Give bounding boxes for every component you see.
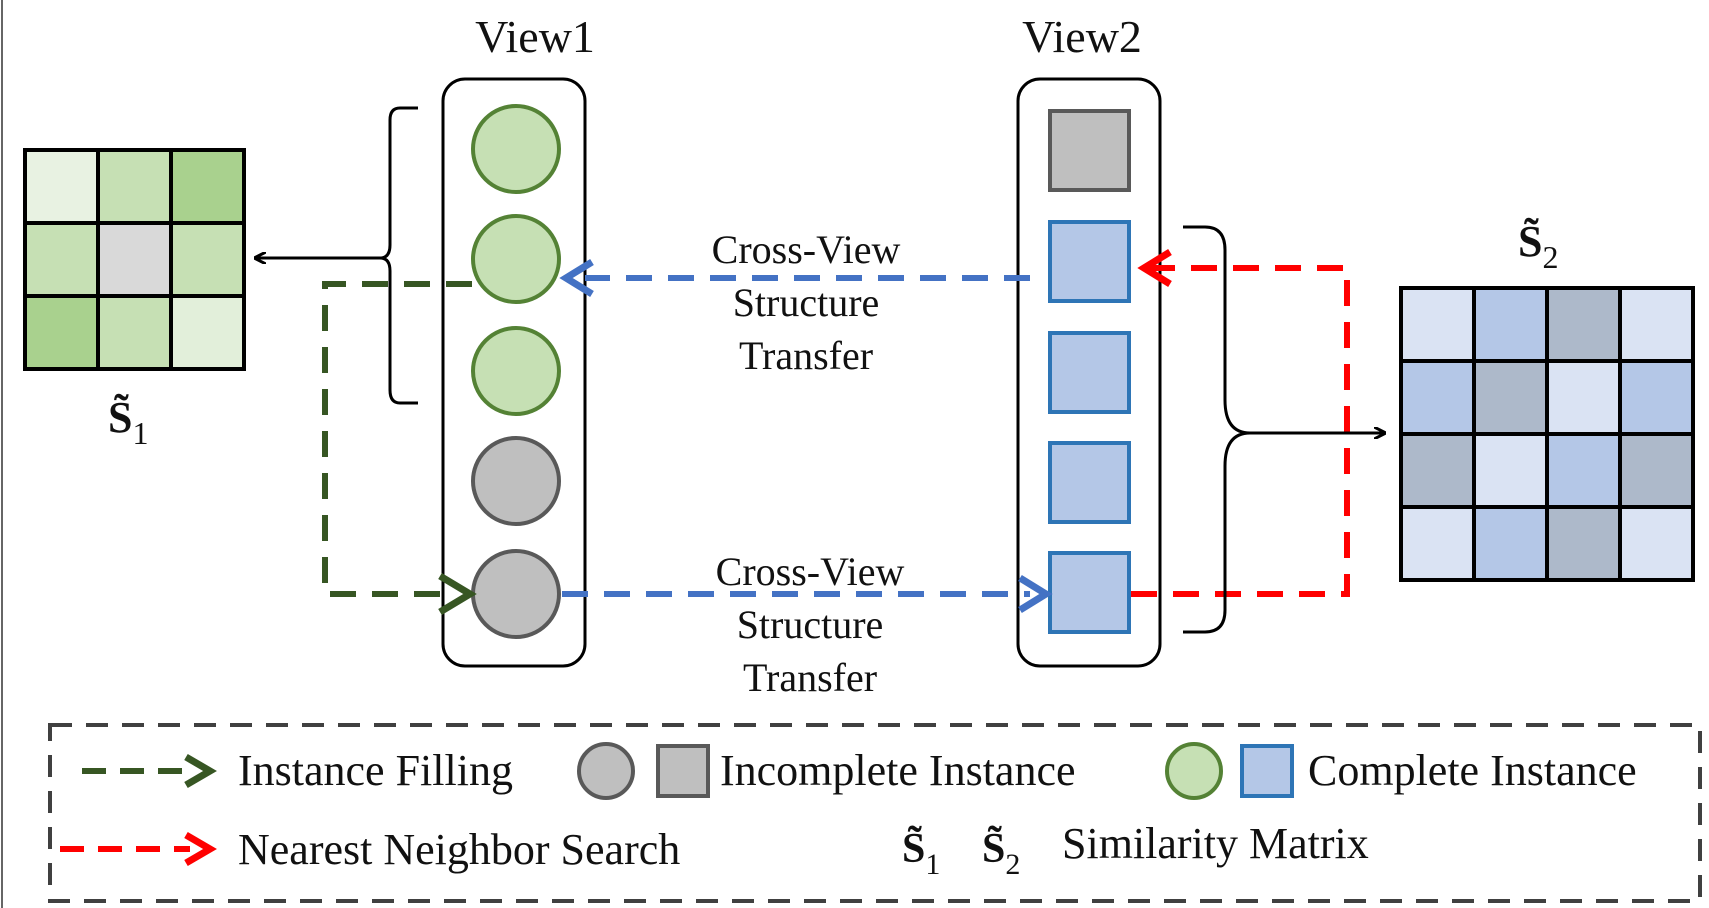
view2-complete-instance	[1048, 551, 1131, 634]
s1-cell	[171, 223, 244, 296]
s1-cell	[25, 150, 98, 223]
transfer-label-line: Structure	[737, 602, 884, 647]
transfer-label-line: Structure	[733, 280, 880, 325]
transfer-label-line: Transfer	[739, 333, 873, 378]
legend-nearest-neighbor-label: Nearest Neighbor Search	[238, 825, 680, 874]
s2-cell	[1620, 361, 1693, 434]
s1-cell	[98, 150, 171, 223]
s1-cell	[171, 150, 244, 223]
view1-bracket	[379, 106, 418, 405]
s1-grid	[23, 148, 246, 371]
legend-similarity-matrix-label: Similarity Matrix	[1062, 819, 1369, 868]
s2-cell	[1474, 434, 1547, 507]
legend-nearest-neighbor-arrowhead	[184, 831, 217, 867]
view1-complete-instance	[471, 326, 561, 416]
legend-s1-symbol: S̃1	[902, 825, 940, 881]
s2-cell	[1401, 507, 1474, 580]
transfer-label-line: Cross-View	[712, 227, 901, 272]
view1-incomplete-instance	[471, 436, 561, 526]
view2-incomplete-instance	[1048, 109, 1131, 192]
legend-complete-square-icon	[1240, 744, 1294, 798]
view1-complete-instance	[471, 104, 561, 194]
s2-label: S̃2	[1518, 217, 1558, 275]
s2-cell	[1547, 507, 1620, 580]
view2-title: View2	[1022, 11, 1142, 62]
legend-incomplete-label: Incomplete Instance	[720, 746, 1076, 795]
s1-label: S̃1	[108, 393, 148, 451]
nearest-neighbor-search-arrow	[1131, 265, 1350, 597]
s2-cell	[1474, 507, 1547, 580]
view2-complete-instance	[1048, 331, 1131, 414]
legend-instance-filling-arrowhead	[184, 753, 217, 789]
cross-view-arrowhead-top	[559, 259, 594, 297]
nearest-neighbor-arrowhead	[1137, 249, 1172, 287]
s2-cell	[1547, 434, 1620, 507]
s2-cell	[1401, 361, 1474, 434]
legend-complete-circle-icon	[1165, 742, 1223, 800]
view1-incomplete-instance	[471, 549, 561, 639]
s2-cell	[1474, 288, 1547, 361]
view2-complete-instance	[1048, 220, 1131, 303]
s2-cell	[1401, 288, 1474, 361]
transfer-label-top: Cross-View Structure Transfer	[712, 227, 901, 378]
s2-cell	[1547, 288, 1620, 361]
s1-cell	[98, 223, 171, 296]
legend-s2-symbol: S̃2	[982, 825, 1020, 881]
transfer-label-bottom: Cross-View Structure Transfer	[716, 549, 905, 700]
similarity-matrix-s1	[23, 148, 246, 371]
view1-title: View1	[475, 11, 595, 62]
view2-bracket	[1183, 225, 1251, 634]
legend-frame	[48, 723, 1702, 903]
s2-cell	[1474, 361, 1547, 434]
instance-filling-arrow	[322, 281, 472, 597]
s2-cell	[1620, 288, 1693, 361]
s2-cell	[1620, 507, 1693, 580]
legend-instance-filling-label: Instance Filling	[238, 746, 513, 795]
similarity-matrix-s2	[1399, 286, 1695, 582]
s1-cell	[98, 296, 171, 369]
legend-incomplete-circle-icon	[577, 742, 635, 800]
legend-incomplete-square-icon	[656, 744, 710, 798]
instance-filling-arrowhead	[438, 572, 477, 616]
view2-complete-instance	[1048, 441, 1131, 524]
transfer-label-line: Transfer	[743, 655, 877, 700]
s2-cell	[1401, 434, 1474, 507]
s1-cell	[25, 223, 98, 296]
legend: Instance Filling Incomplete Instance Com…	[48, 723, 1702, 903]
s1-cell	[171, 296, 244, 369]
transfer-label-line: Cross-View	[716, 549, 905, 594]
view1-complete-instance	[471, 214, 561, 304]
cross-view-arrowhead-bottom	[1018, 575, 1053, 613]
s2-cell	[1547, 361, 1620, 434]
s1-cell	[25, 296, 98, 369]
s2-grid	[1399, 286, 1695, 582]
legend-complete-label: Complete Instance	[1308, 746, 1637, 795]
s2-cell	[1620, 434, 1693, 507]
